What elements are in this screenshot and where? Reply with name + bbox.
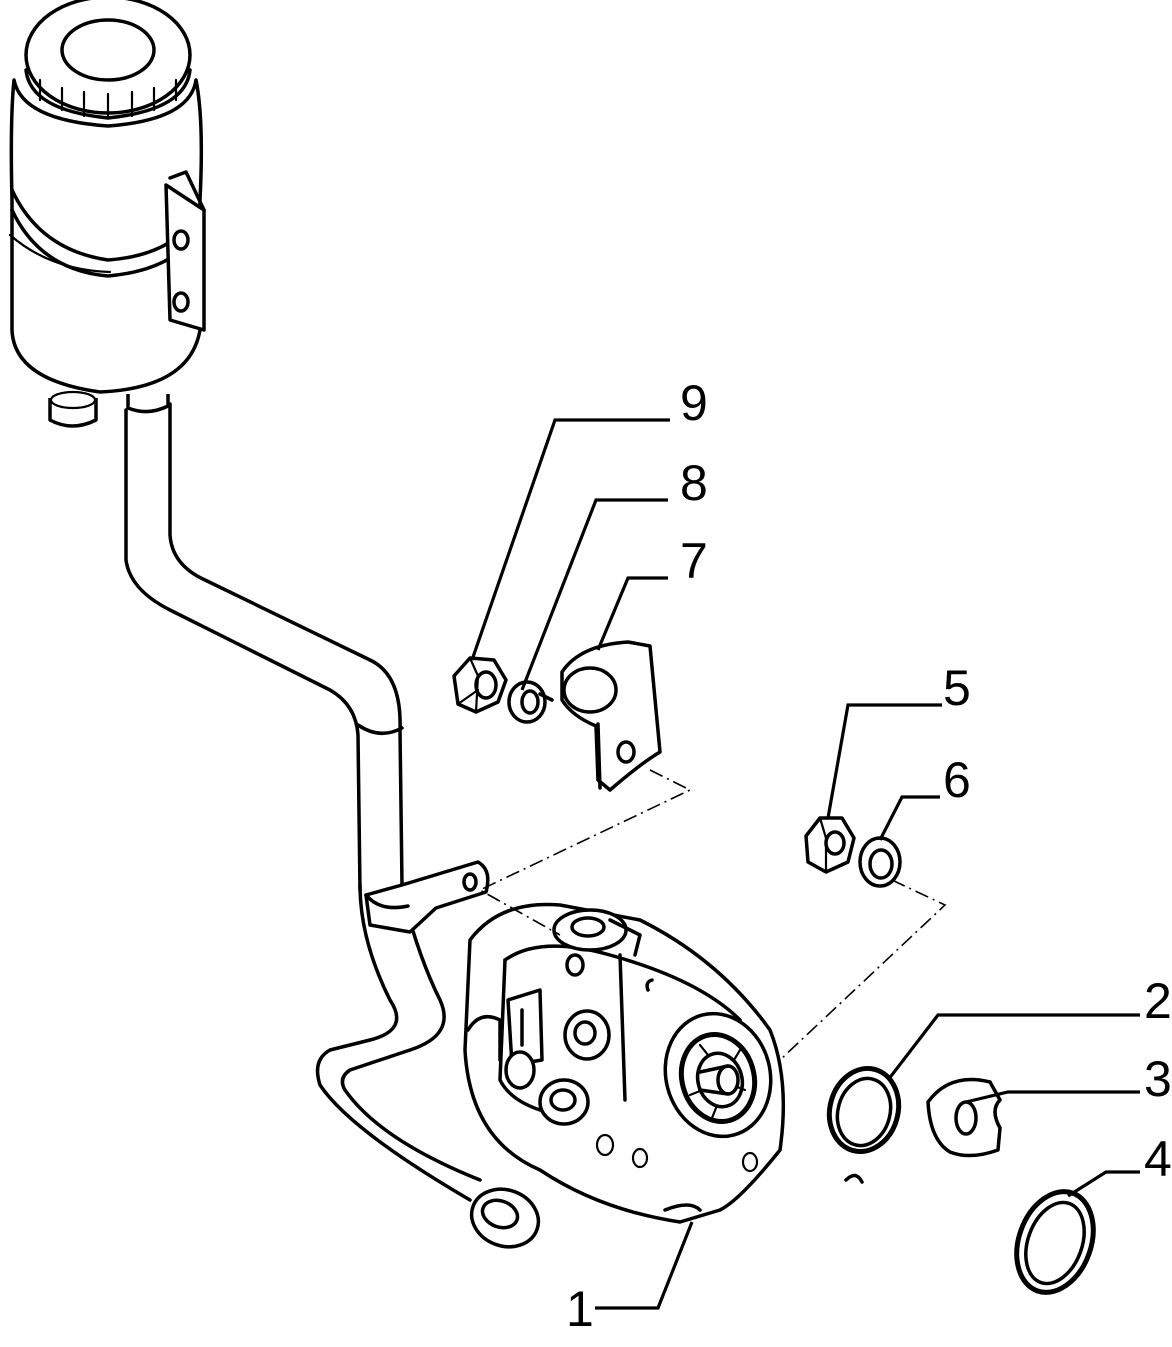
assembly-lines [478, 769, 947, 1061]
part-4-ring [1014, 1189, 1096, 1295]
callout-7: 7 [680, 533, 708, 589]
part-5-nut [804, 816, 856, 874]
callout-3: 3 [1144, 1051, 1172, 1107]
part-8-washer [507, 680, 554, 724]
part-9-nut [452, 656, 508, 714]
fluid-reservoir [8, 0, 206, 428]
return-hose [124, 402, 541, 1249]
callout-2: 2 [1144, 973, 1172, 1029]
part-7-bracket [560, 640, 662, 792]
part-3-plate [926, 1077, 1002, 1158]
part-2-circlip [826, 1065, 902, 1184]
callout-9: 9 [680, 375, 708, 431]
callout-4: 4 [1144, 1131, 1172, 1187]
callout-1: 1 [566, 1281, 594, 1337]
leader-lines [470, 418, 1140, 1310]
callout-6: 6 [943, 752, 971, 808]
pump-assembly [463, 902, 786, 1224]
part-6-washer [858, 836, 902, 888]
callout-5: 5 [943, 660, 971, 716]
callout-8: 8 [680, 455, 708, 511]
